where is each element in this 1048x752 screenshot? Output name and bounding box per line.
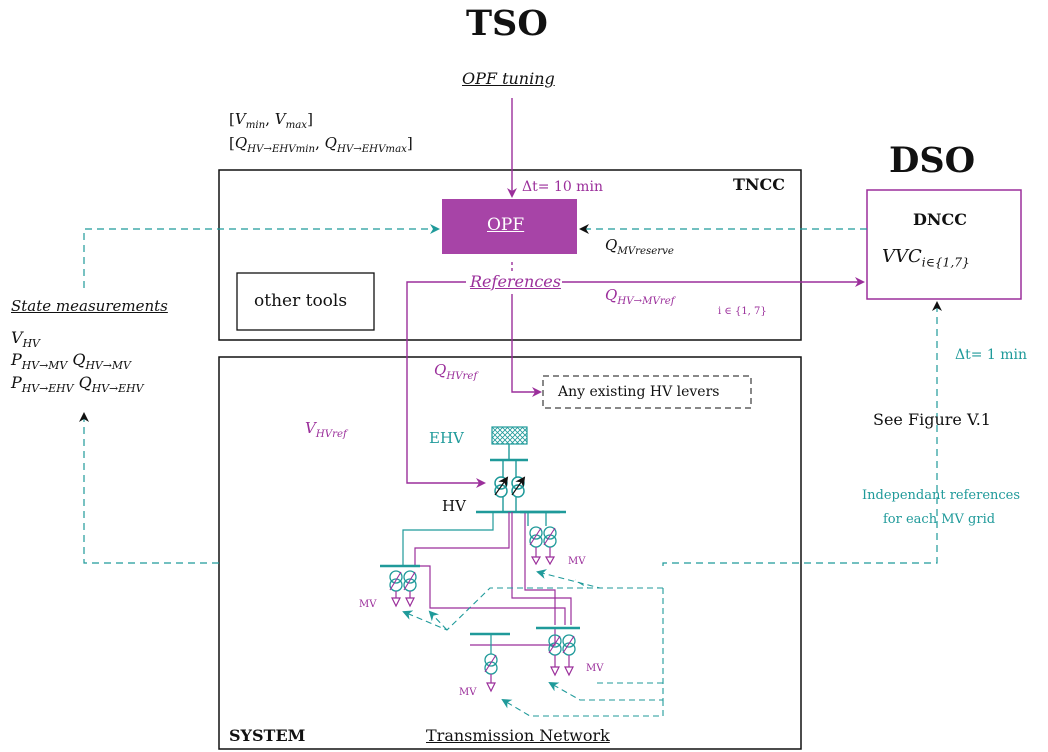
hv-label: HV bbox=[442, 497, 466, 515]
ehv-source bbox=[491, 426, 528, 445]
reactive-constraint: [QHV→EHVmin, QHV→EHVmax] bbox=[229, 134, 413, 155]
system-box bbox=[218, 356, 802, 750]
mv-label-bottom-right: MV bbox=[586, 663, 604, 674]
q-hv-mv-ref-label: QHV→MVref bbox=[605, 286, 675, 307]
tncc-box bbox=[218, 169, 802, 341]
transmission-network bbox=[380, 426, 664, 717]
other-tools-label: other tools bbox=[254, 291, 348, 311]
independant-line-2: for each MV grid bbox=[883, 512, 996, 527]
voltage-constraint: [Vmin, Vmax] bbox=[229, 110, 313, 131]
references-to-levers-arrow bbox=[511, 294, 542, 397]
see-figure-label: See Figure V.1 bbox=[873, 410, 991, 429]
substation-bottom-right bbox=[536, 626, 580, 677]
references-label: References bbox=[470, 272, 561, 291]
references-to-transformer-arrow bbox=[406, 281, 486, 488]
opf-box bbox=[442, 199, 577, 254]
state-to-opf-link bbox=[83, 224, 440, 288]
v-hv-measurement: VHV bbox=[11, 328, 40, 351]
levers-box bbox=[542, 375, 752, 409]
mv-label-bottom-center: MV bbox=[459, 687, 477, 698]
p-q-hv-mv-measurement: PHV→MV QHV→MV bbox=[11, 350, 131, 373]
mv-label-right: MV bbox=[568, 556, 586, 567]
vvc-label: VVCi∈{1,7} bbox=[882, 246, 970, 270]
mv-reference-loops bbox=[402, 569, 664, 717]
tso-title: TSO bbox=[466, 3, 548, 44]
system-to-dncc-link bbox=[662, 301, 942, 566]
ehv-label: EHV bbox=[429, 429, 464, 447]
q-hv-ref-label: QHVref bbox=[434, 361, 478, 382]
q-reserve-label: QMVreserve bbox=[605, 236, 674, 257]
ehv-hv-transformers bbox=[494, 476, 525, 498]
substation-bottom-center bbox=[470, 632, 510, 693]
levers-label: Any existing HV levers bbox=[558, 384, 720, 400]
state-measurements-title: State measurements bbox=[11, 297, 168, 315]
other-tools-box bbox=[236, 272, 375, 331]
q-hv-mv-index-label: i ∈ {1, 7} bbox=[718, 306, 767, 317]
system-label: SYSTEM bbox=[229, 726, 306, 745]
v-hv-ref-label: VHVref bbox=[305, 419, 347, 440]
substation-right bbox=[520, 510, 560, 566]
transmission-network-label: Transmission Network bbox=[426, 726, 610, 745]
independant-line-1: Independant references bbox=[862, 488, 1021, 503]
tncc-label: TNCC bbox=[733, 175, 785, 194]
dncc-label: DNCC bbox=[913, 210, 967, 229]
opf-dt-label: Δt= 10 min bbox=[522, 179, 603, 195]
mv-label-left: MV bbox=[359, 599, 377, 610]
dncc-box bbox=[866, 189, 1022, 300]
substation-left bbox=[380, 564, 420, 608]
opf-label: OPF bbox=[487, 215, 525, 235]
system-to-state-link bbox=[79, 412, 219, 564]
dso-title: DSO bbox=[889, 140, 976, 181]
p-q-hv-ehv-measurement: PHV→EHV QHV→EHV bbox=[11, 373, 144, 396]
opf-tuning-label: OPF tuning bbox=[462, 69, 555, 88]
dso-dt-label: Δt= 1 min bbox=[955, 347, 1028, 363]
